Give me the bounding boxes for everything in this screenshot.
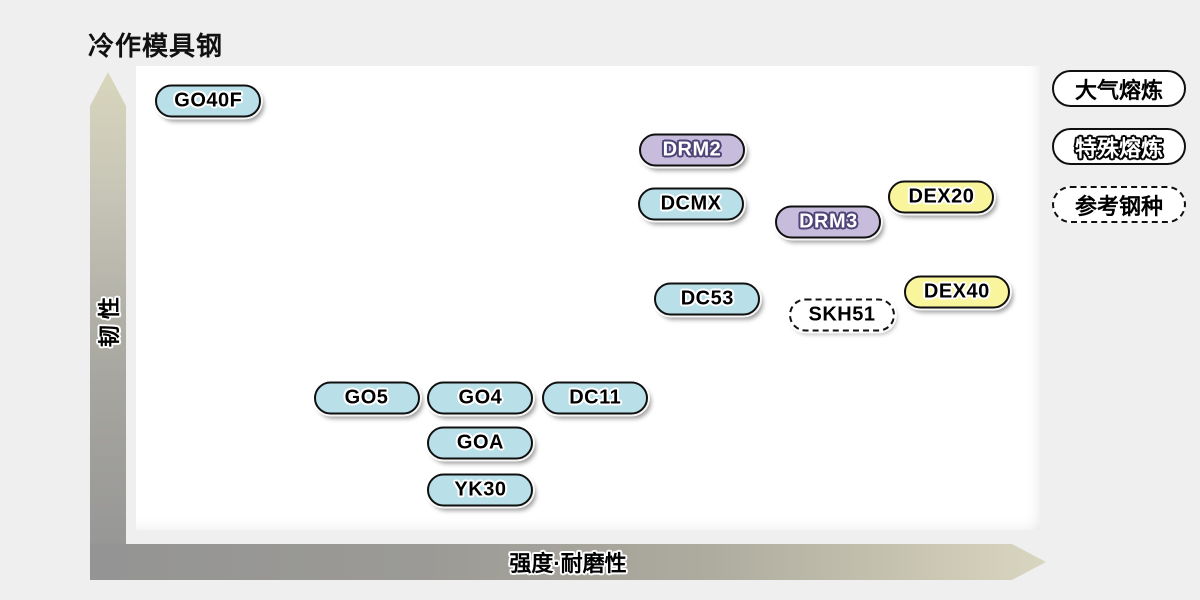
legend-item-label: 特殊熔炼 [1074,135,1163,161]
steel-pill-dc11: DC11 [542,381,649,415]
steel-pill-dex20: DEX20 [888,180,995,214]
steel-pill-dex40: DEX40 [903,275,1010,309]
legend-item-special-melting: 特殊熔炼 [1052,128,1186,165]
y-axis-label: 韧 性 [97,296,122,348]
legend-item-atmospheric-melting: 大气熔炼 [1052,70,1186,107]
steel-pill-drm2: DRM2 [638,133,745,167]
steel-pill-go4: GO4 [427,381,534,415]
steel-pill-dc53: DC53 [654,282,761,316]
legend-item-label: 大气熔炼 [1074,77,1163,103]
steel-pill-go5: GO5 [313,381,420,415]
y-axis-arrow-icon [90,72,126,578]
steel-pill-dcmx: DCMX [638,187,745,221]
legend-item-label: 参考钢种 [1074,193,1163,219]
steel-pill-yk30: YK30 [427,473,534,507]
steel-pill-skh51: SKH51 [789,298,896,332]
steel-pill-goa: GOA [427,426,534,460]
legend-item-reference-steel: 参考钢种 [1052,186,1186,223]
steel-pill-go40f: GO40F [155,84,262,118]
x-axis-label: 强度·耐磨性 [509,551,627,576]
steel-pill-drm3: DRM3 [775,205,882,239]
page-title: 冷作模具钢 [88,31,224,61]
x-axis-arrow-icon [90,544,1046,580]
